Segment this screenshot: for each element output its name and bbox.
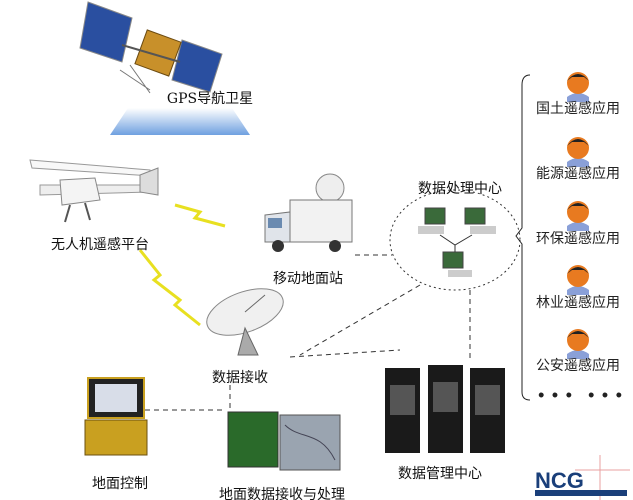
- application-label: 国土遥感应用: [536, 101, 620, 117]
- uav-icon: [29, 159, 159, 223]
- label-ground-control: 地面控制: [92, 476, 148, 492]
- ground-control-icon: [84, 377, 148, 456]
- signal-lightning: [138, 203, 226, 327]
- label-processing-center: 数据处理中心: [418, 181, 502, 197]
- satellite-icon: [79, 1, 250, 135]
- ellipsis: • • •: [586, 388, 624, 404]
- truck-icon: [264, 173, 353, 252]
- ncg-logo: NCG: [535, 455, 630, 500]
- application-label: 环保遥感应用: [536, 231, 620, 247]
- application-bracket: [515, 74, 531, 401]
- dish-antenna-icon: [206, 288, 284, 356]
- label-mobile-station: 移动地面站: [273, 271, 343, 287]
- user-avatar-icons: [567, 72, 589, 359]
- dashed-links: [145, 254, 471, 411]
- application-label: 林业遥感应用: [536, 295, 620, 311]
- ellipsis: • • •: [536, 388, 574, 404]
- ground-processing-icon: [227, 411, 341, 471]
- computer-icons: [418, 207, 496, 277]
- label-management-center: 数据管理中心: [398, 466, 482, 482]
- svg-text:NCG: NCG: [535, 468, 584, 493]
- label-uav: 无人机遥感平台: [51, 237, 149, 253]
- application-label: 能源遥感应用: [536, 166, 620, 182]
- label-satellite: GPS导航卫星: [166, 91, 254, 107]
- processing-center-boundary: [389, 189, 521, 291]
- label-ground-processing: 地面数据接收与处理: [219, 487, 345, 500]
- server-rack-icons: [385, 365, 505, 453]
- application-label: 公安遥感应用: [536, 358, 620, 374]
- label-receiver: 数据接收: [212, 370, 268, 386]
